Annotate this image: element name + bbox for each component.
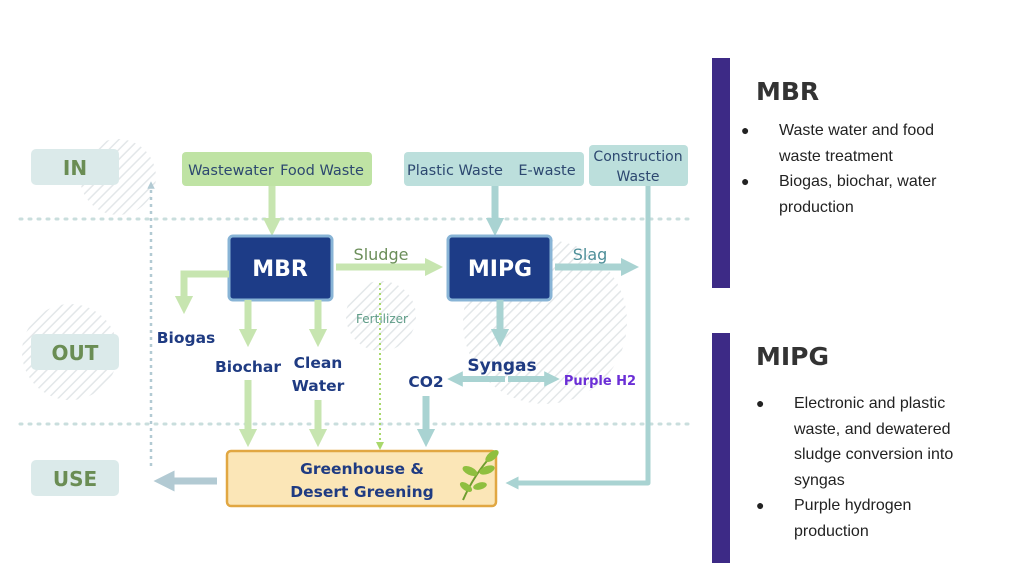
lane-in-label: IN (63, 156, 87, 180)
plant-icon (459, 450, 499, 501)
lane-in-box (31, 149, 119, 185)
input-wastewater-label: Wastewater (188, 163, 274, 179)
bullet-line: sludge conversion into (794, 446, 954, 463)
output-purple-h2-label: Purple H2 (564, 374, 636, 389)
panel-mbr-title: MBR (756, 77, 820, 106)
input-food-waste-label: Food Waste (280, 163, 364, 179)
hatch-circle-fertilizer (346, 281, 416, 351)
lane-use-box (31, 460, 119, 496)
panel-mipg-bar (712, 333, 730, 563)
bullet-line: waste, and dewatered (794, 420, 951, 438)
panel-mipg-bullet: ● Electronic and plastic waste, and dewate… (756, 391, 954, 493)
output-biochar-label: Biochar (215, 358, 281, 376)
panel-mbr: MBR ● Waste water and food waste treatment… (712, 58, 1012, 288)
input-plastic-waste-label: Plastic Waste (407, 163, 503, 179)
arrow-construction-to-greenhouse (505, 186, 651, 490)
bullet-dot: ● (756, 497, 765, 513)
use-greenhouse-label-1: Greenhouse & (300, 460, 424, 478)
bullet-dot: ● (756, 395, 765, 411)
flow-sludge-label: Sludge (354, 245, 409, 264)
output-clean-water-label-2: Water (292, 377, 345, 395)
process-mbr-box (227, 234, 334, 302)
panel-mbr-bullet: ● Biogas, biochar, water production (741, 169, 937, 220)
bullet-line: Biogas, biochar, water (779, 173, 937, 190)
output-clean-water-label-1: Clean (294, 354, 343, 372)
output-co2-label: CO2 (408, 373, 443, 391)
lane-use-label: USE (53, 467, 97, 491)
lane-out-label: OUT (52, 341, 99, 365)
panel-mipg-bullet: ● Purple hydrogen production (756, 493, 953, 544)
bullet-line: Purple hydrogen (794, 497, 912, 514)
bullet-dot: ● (741, 173, 750, 189)
input-plastic-ewaste-box (404, 152, 584, 186)
bullet-line: waste treatment (779, 147, 893, 165)
input-construction-label-1: Construction (593, 149, 682, 165)
bullet-line: syngas (794, 471, 845, 489)
flow-fertilizer-label: Fertilizer (356, 312, 408, 326)
panel-mipg-title: MIPG (756, 342, 830, 371)
input-wastewater-food-box (182, 152, 372, 186)
input-construction-label-2: Waste (617, 169, 660, 185)
waste-flow-diagram: IN OUT USE Wastewater Food Waste Plastic… (18, 139, 697, 508)
process-mipg-label: MIPG (468, 257, 532, 282)
input-e-waste-label: E-waste (518, 163, 575, 179)
panel-mipg: MIPG ● Electronic and plastic waste, and d… (712, 333, 1012, 563)
use-greenhouse-box (225, 449, 498, 508)
bullet-line: Electronic and plastic (794, 395, 946, 412)
output-syngas-label: Syngas (467, 356, 536, 376)
output-biogas-label: Biogas (157, 329, 216, 347)
panel-mbr-bullet: ● Waste water and food waste treatment (741, 118, 936, 169)
use-greenhouse-label-2: Desert Greening (290, 483, 433, 501)
panel-mbr-bullets: ● Waste water and food waste treatment ● Bi… (741, 118, 937, 220)
bullet-line: production (779, 198, 854, 216)
input-construction-box (589, 145, 688, 186)
bullet-line: Waste water and food (779, 122, 935, 139)
panel-mipg-bullets: ● Electronic and plastic waste, and dewate… (756, 391, 954, 544)
bullet-line: production (794, 522, 869, 540)
process-mbr-label: MBR (252, 257, 308, 282)
panel-mbr-bar (712, 58, 730, 288)
flow-slag-label: Slag (573, 245, 608, 264)
arrow-mbr-to-biogas (174, 270, 229, 315)
bullet-dot: ● (741, 122, 750, 138)
lane-out-box (31, 334, 119, 370)
